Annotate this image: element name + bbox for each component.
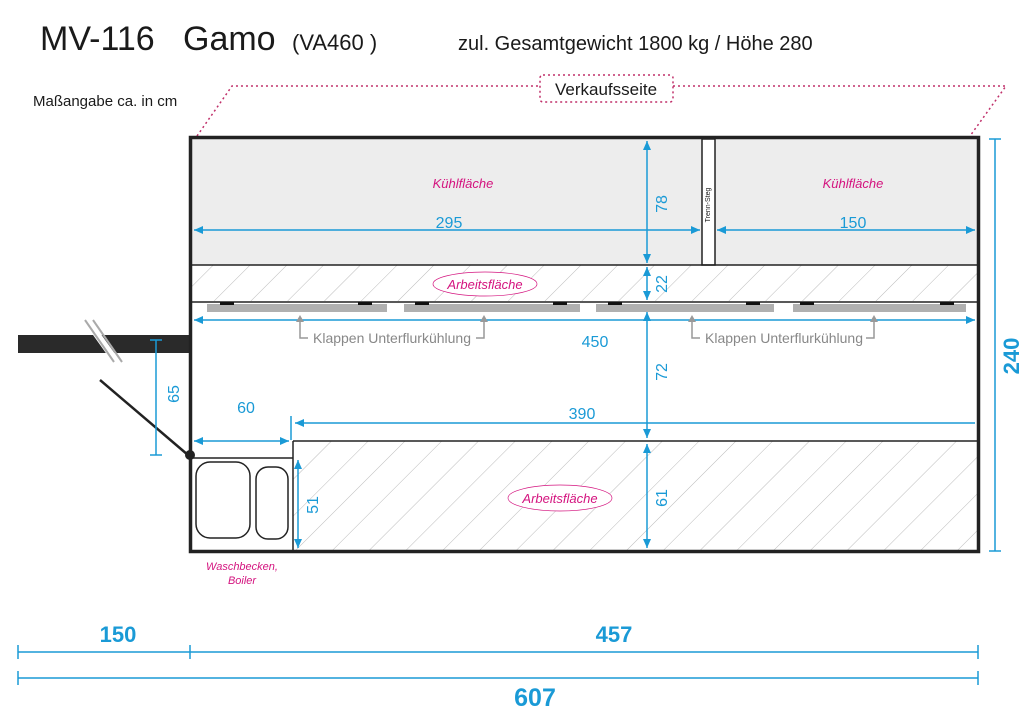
work-bottom-label-bg <box>507 484 613 512</box>
flap-1 <box>207 304 387 312</box>
dim-label-607: 607 <box>514 684 556 712</box>
divider-label: Trenn-Steg <box>705 188 712 223</box>
sink-basin <box>195 461 251 539</box>
measurement-note: Maßangabe ca. in cm <box>33 93 177 110</box>
sink <box>192 457 293 540</box>
flap-3 <box>596 304 774 312</box>
dim-label-150-cool: 150 <box>840 215 867 232</box>
work-surface-bottom <box>293 441 977 550</box>
zone-cooling-right: Kühlfläche <box>823 176 884 191</box>
sink-label: Waschbecken, <box>206 561 278 573</box>
work-top-label-bg <box>432 271 538 297</box>
flaps-label-right: Klappen Unterflurkühlung <box>705 330 863 346</box>
trailer-outline <box>188 135 981 554</box>
flap-indicators <box>299 318 875 339</box>
dim-label-22: 22 <box>654 275 671 293</box>
zone-work-top: Arbeitsfläche <box>446 277 522 292</box>
flaps <box>207 302 966 312</box>
dim-label-295: 295 <box>436 215 463 232</box>
dim-label-390: 390 <box>569 406 596 423</box>
boiler-shape <box>255 466 289 540</box>
dim-label-240: 240 <box>999 338 1024 375</box>
zone-work-bottom: Arbeitsfläche <box>521 491 597 506</box>
sales-side-box <box>539 74 674 103</box>
dim-label-60: 60 <box>237 400 255 417</box>
sales-side-outline-right <box>673 85 1008 137</box>
work-surface-top <box>192 265 977 303</box>
dim-label-150-drawbar: 150 <box>100 622 137 647</box>
dim-label-450: 450 <box>582 334 609 351</box>
zone-cooling-left: Kühlfläche <box>433 176 494 191</box>
door-swing <box>99 379 189 456</box>
flap-rail-bg <box>192 301 977 308</box>
dim-label-72: 72 <box>654 363 671 381</box>
boiler-label: Boiler <box>228 575 257 587</box>
model-title: MV-116 <box>40 20 155 58</box>
flaps-label-left: Klappen Unterflurkühlung <box>313 330 471 346</box>
model-name: Gamo <box>183 20 276 58</box>
cooling-area-right <box>715 139 977 265</box>
model-variant: (VA460 ) <box>292 30 377 55</box>
dim-label-51: 51 <box>305 496 322 514</box>
drawbar-break-gap <box>85 319 121 367</box>
sales-side-outline-left <box>196 85 540 137</box>
dim-label-61: 61 <box>654 489 671 507</box>
dim-label-457: 457 <box>596 622 633 647</box>
dim-label-65: 65 <box>166 385 183 403</box>
weight-height-info: zul. Gesamtgewicht 1800 kg / Höhe 280 <box>458 33 813 55</box>
flap-4 <box>793 304 966 312</box>
flap-2 <box>404 304 580 312</box>
dim-label-78: 78 <box>654 195 671 213</box>
sales-side-label: Verkaufsseite <box>555 80 657 99</box>
drawbar-break-line-2 <box>92 319 123 363</box>
cooling-area-left <box>192 139 702 265</box>
drawbar-break-line-1 <box>84 319 115 363</box>
